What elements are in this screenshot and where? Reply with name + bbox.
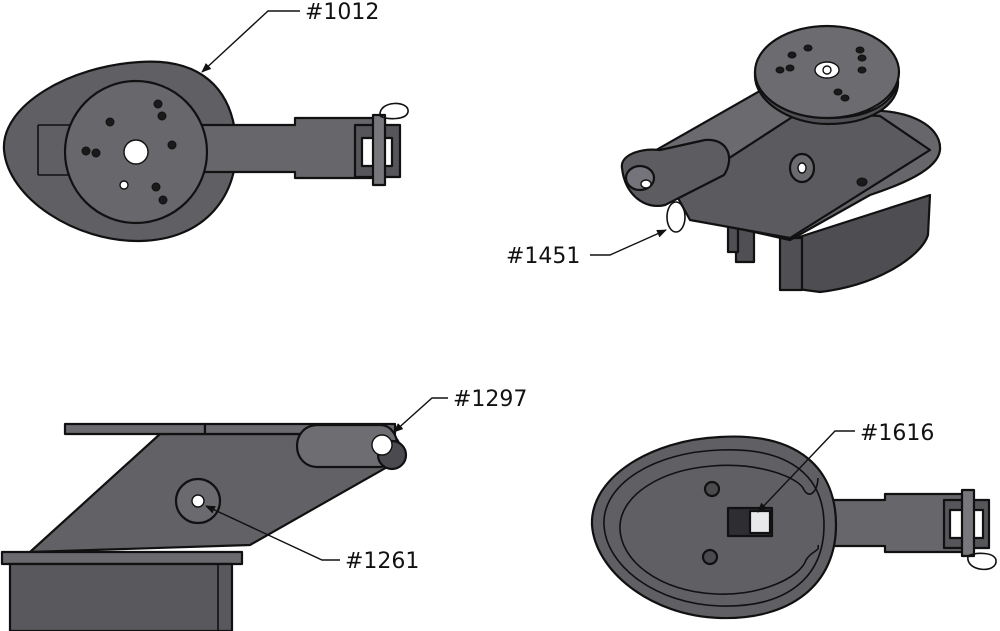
callout-1261: #1261: [345, 549, 419, 574]
bottom-view-cavity: [619, 464, 820, 595]
iso-disc-hole: [785, 64, 795, 72]
top-view-ring: [379, 102, 409, 120]
side-view-pin: [371, 434, 393, 456]
callout-1012: #1012: [305, 0, 379, 25]
side-view-arm-lobe: [295, 423, 399, 469]
iso-base-wall: [788, 193, 932, 294]
side-view-base: [8, 562, 234, 631]
bottom-view-rim: [603, 449, 825, 607]
side-view-base-flange: [0, 550, 244, 566]
top-view-hole: [81, 146, 91, 156]
top-view-hole: [105, 117, 115, 127]
top-view-hole: [157, 111, 167, 121]
leader-1261: [205, 505, 340, 561]
iso-disc-hole: [775, 66, 785, 74]
iso-disc-hole: [857, 66, 867, 74]
side-view-pivot-hole: [191, 494, 205, 508]
top-view-hole: [119, 180, 129, 190]
bottom-view: [590, 435, 997, 620]
top-view: [2, 60, 409, 243]
iso-pivot-hole: [797, 162, 807, 174]
callout-1297: #1297: [453, 387, 527, 412]
top-view-hole: [153, 99, 163, 109]
iso-base-hole: [856, 177, 868, 187]
bottom-view-shell: [590, 435, 838, 620]
iso-disc-bore-inner: [822, 65, 832, 75]
top-view-hole: [167, 140, 177, 150]
iso-disc-hole: [833, 88, 843, 96]
leader-1616: [757, 430, 855, 513]
iso-disc-hole: [840, 94, 850, 102]
callout-1451: #1451: [506, 244, 580, 269]
iso-disc-hole: [857, 54, 867, 62]
leader-1297: [393, 397, 448, 433]
isometric-view: [620, 24, 942, 294]
bottom-view-ring: [967, 552, 997, 571]
leader-1451: [590, 229, 667, 256]
top-view-center-bore: [123, 139, 149, 165]
iso-ring: [666, 201, 686, 233]
iso-foot: [778, 236, 804, 292]
top-view-hole: [158, 195, 168, 205]
bottom-view-socket-face: [748, 509, 772, 535]
iso-disc-hole: [803, 44, 813, 52]
callout-1616: #1616: [860, 421, 934, 446]
iso-clevis: [620, 138, 731, 208]
iso-clevis-hole: [640, 179, 652, 189]
iso-disc-hole: [787, 51, 797, 59]
bottom-view-hole: [703, 480, 721, 498]
top-view-hole: [151, 182, 161, 192]
top-view-pin: [371, 113, 387, 187]
bottom-view-hole: [701, 548, 719, 566]
side-view: [0, 422, 408, 631]
leader-1012: [201, 10, 300, 73]
bottom-view-pin: [960, 488, 976, 558]
iso-disc-hole: [855, 46, 865, 54]
top-view-hole: [91, 148, 101, 158]
side-view-top-plate: [63, 422, 207, 436]
